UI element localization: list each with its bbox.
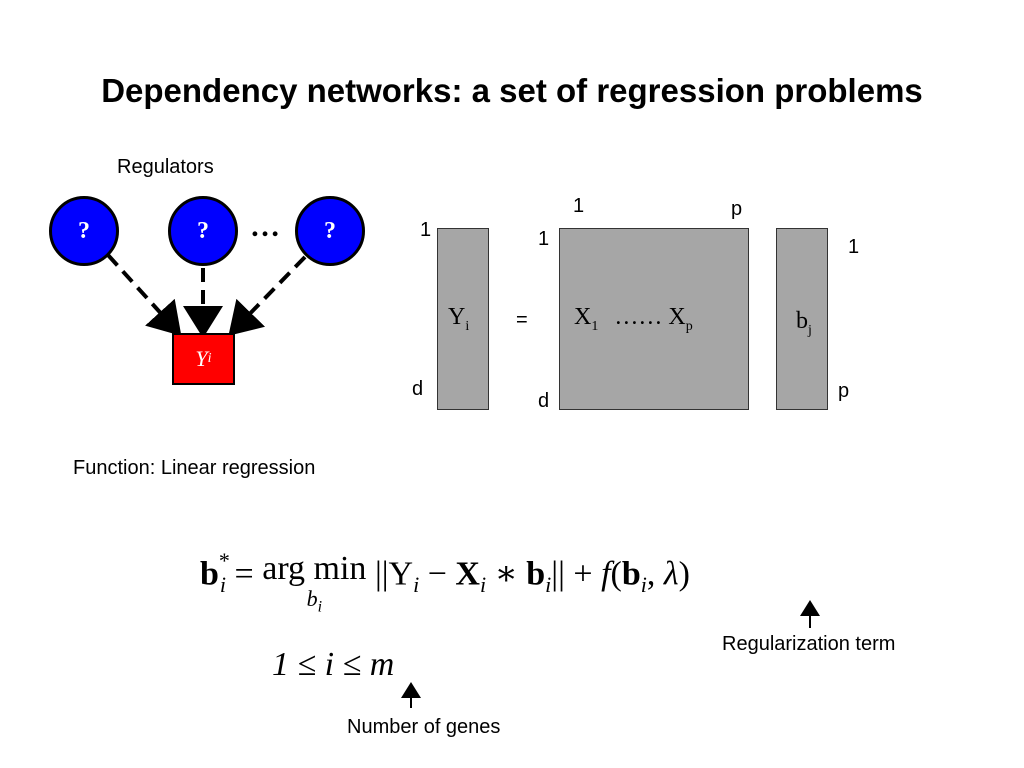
regulator-node-3: ? — [295, 196, 365, 266]
y-bottom-label: d — [412, 378, 424, 400]
y-matrix — [437, 228, 489, 410]
target-sub: i — [207, 351, 212, 366]
edge-1 — [106, 253, 182, 336]
b-bottom-label: p — [838, 380, 850, 402]
x-row-start: 1 — [538, 228, 550, 250]
x-matrix — [559, 228, 749, 410]
y-top-label: 1 — [420, 219, 432, 241]
regulator-node-2: ? — [168, 196, 238, 266]
edge-3 — [228, 255, 307, 336]
x-col-end: p — [731, 198, 743, 220]
y-matrix-label: Yi — [448, 304, 470, 334]
target-label: Y — [195, 346, 208, 371]
index-constraint: 1 ≤ i ≤ m — [272, 646, 395, 683]
regularization-label: Regularization term — [722, 633, 896, 655]
b-matrix — [776, 228, 828, 410]
function-label: Function: Linear regression — [73, 457, 316, 479]
ellipsis: … — [250, 210, 280, 243]
x-col-start: 1 — [573, 195, 585, 217]
x-row-end: d — [538, 390, 550, 412]
equals-sign: = — [516, 309, 528, 331]
b-matrix-label: bj — [796, 308, 812, 338]
regulators-label: Regulators — [117, 156, 214, 178]
genes-label: Number of genes — [347, 716, 501, 738]
page-title: Dependency networks: a set of regression… — [101, 72, 923, 109]
regulator-node-1: ? — [49, 196, 119, 266]
b-top-label: 1 — [848, 236, 860, 258]
x-matrix-label: X1 …… Xp — [574, 304, 693, 334]
